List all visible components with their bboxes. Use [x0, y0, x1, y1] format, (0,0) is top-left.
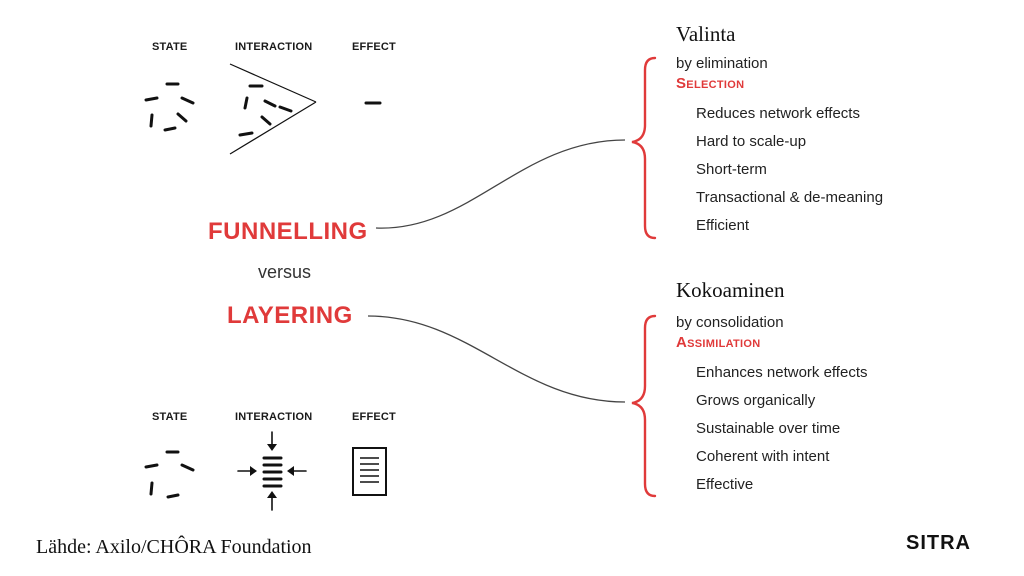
list-item: Efficient	[696, 217, 750, 234]
valinta-heading: Valinta	[676, 22, 736, 46]
bottom-state-glyph	[144, 450, 195, 499]
bottom-effect-document-glyph	[352, 447, 387, 496]
bottom-interaction-label: INTERACTION	[235, 411, 313, 423]
layering-connector	[367, 315, 626, 403]
source-caption: Lähde: Axilo/CHÔRA Foundation	[36, 536, 312, 558]
kokoaminen-heading: Kokoaminen	[676, 278, 785, 302]
selection-category: Selection	[676, 75, 745, 92]
assimilation-bracket	[631, 314, 657, 498]
funnelling-title: FUNNELLING	[208, 218, 368, 245]
bottom-interaction-layering-glyph	[237, 431, 307, 511]
assimilation-list: Enhances network effects Grows organical…	[696, 359, 868, 499]
assimilation-category: Assimilation	[676, 334, 761, 351]
list-item: Effective	[696, 476, 754, 493]
list-item: Short-term	[696, 161, 767, 178]
list-item: Coherent with intent	[696, 448, 830, 465]
bottom-state-label: STATE	[152, 411, 188, 423]
valinta-subtitle: by elimination	[676, 55, 768, 72]
top-effect-label: EFFECT	[352, 41, 396, 53]
list-item: Sustainable over time	[696, 420, 841, 437]
list-item: Transactional & de-meaning	[696, 189, 884, 206]
versus-text: versus	[258, 262, 312, 282]
layering-title: LAYERING	[227, 302, 353, 329]
top-state-label: STATE	[152, 41, 188, 53]
selection-list: Reduces network effects Hard to scale-up…	[696, 100, 883, 240]
list-item: Hard to scale-up	[696, 133, 807, 150]
kokoaminen-subtitle: by consolidation	[676, 314, 784, 331]
top-interaction-funnel-glyph	[229, 63, 317, 155]
list-item: Enhances network effects	[696, 364, 868, 381]
selection-bracket	[631, 56, 657, 240]
top-state-glyph	[144, 82, 195, 132]
list-item: Reduces network effects	[696, 105, 860, 122]
sitra-logo: SITRA	[906, 532, 971, 554]
top-interaction-label: INTERACTION	[235, 41, 313, 53]
funnelling-connector	[375, 139, 626, 229]
bottom-effect-label: EFFECT	[352, 411, 396, 423]
list-item: Grows organically	[696, 392, 816, 409]
